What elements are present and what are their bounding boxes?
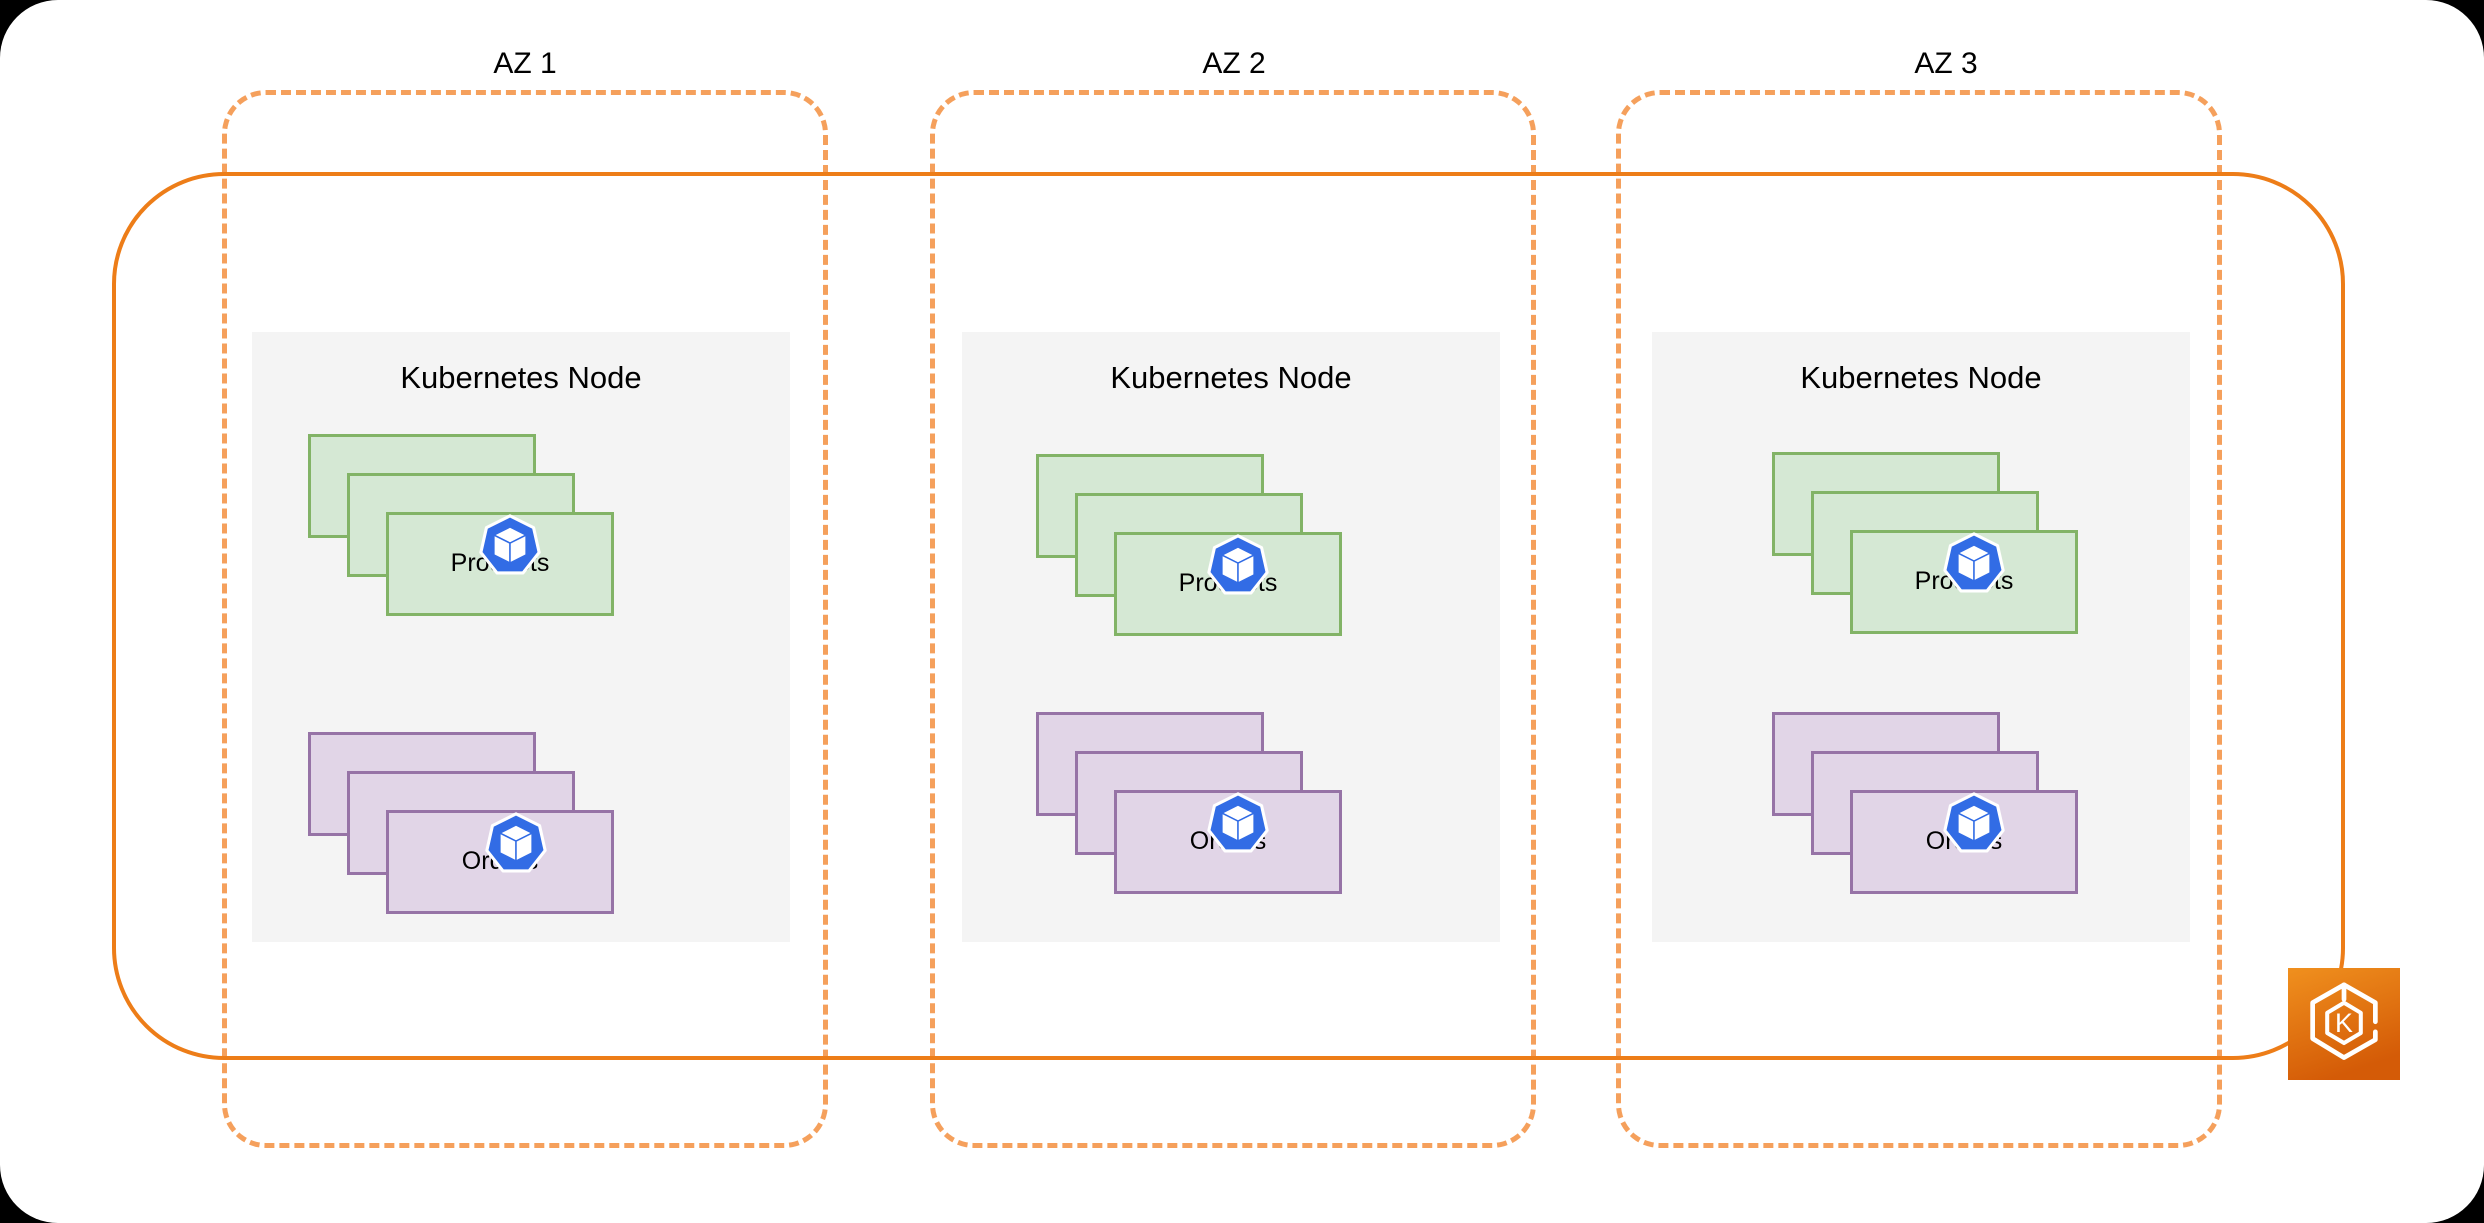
kubernetes-node-title: Kubernetes Node (400, 360, 642, 395)
pod-stack-orders-az3[interactable]: Orders (1772, 712, 2078, 894)
kubernetes-icon (479, 514, 541, 576)
pod-stack-products-az3[interactable]: Products (1772, 452, 2078, 634)
pod-stack-products-az1[interactable]: Products (308, 434, 614, 616)
kubernetes-node-title: Kubernetes Node (1800, 360, 2042, 395)
availability-zone-1 (222, 90, 828, 1148)
eks-cluster-boundary (112, 172, 2345, 1060)
kubernetes-icon (1943, 532, 2005, 594)
kubernetes-icon (1207, 792, 1269, 854)
kubernetes-node-panel-1: Kubernetes NodeProducts Orders (252, 332, 790, 942)
kubernetes-icon (485, 812, 547, 874)
az-label-1: AZ 1 (493, 47, 557, 80)
az-label-2: AZ 2 (1202, 47, 1266, 80)
amazon-eks-logo-icon: K (2288, 968, 2400, 1080)
svg-text:K: K (2335, 1008, 2353, 1038)
availability-zone-2 (930, 90, 1536, 1148)
kubernetes-icon (1207, 534, 1269, 596)
kubernetes-node-panel-3: Kubernetes NodeProducts Orders (1652, 332, 2190, 942)
kubernetes-node-title: Kubernetes Node (1110, 360, 1352, 395)
kubernetes-node-panel-2: Kubernetes NodeProducts Orders (962, 332, 1500, 942)
availability-zone-3 (1616, 90, 2222, 1148)
pod-stack-orders-az1[interactable]: Orders (308, 732, 614, 914)
kubernetes-icon (1943, 792, 2005, 854)
pod-stack-products-az2[interactable]: Products (1036, 454, 1342, 636)
pod-stack-orders-az2[interactable]: Orders (1036, 712, 1342, 894)
az-label-3: AZ 3 (1914, 47, 1978, 80)
